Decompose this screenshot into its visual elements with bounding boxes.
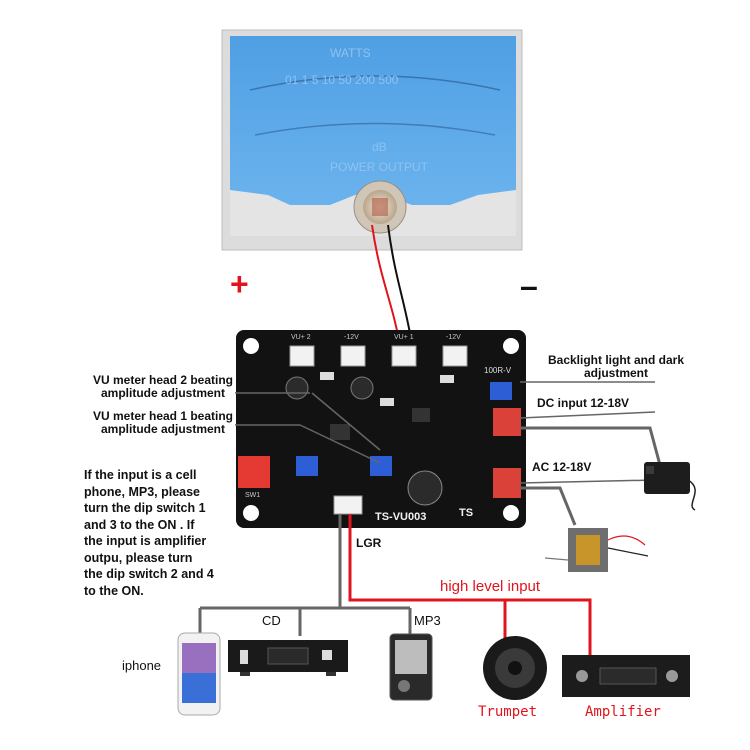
ac-transformer [544,528,649,572]
cd-label: CD [262,613,281,628]
ac-input-label: AC 12-18V [532,460,592,474]
minus-sign: – [520,268,538,304]
mp3-label: MP3 [414,613,441,628]
backlight-annotation: Backlight light and dark adjustment [532,354,700,380]
dip-note-line: turn the dip switch 1 [84,501,206,515]
board-model: TS-VU003 [375,511,427,523]
cd-player-device [228,640,348,676]
meter-power-output: POWER OUTPUT [330,160,428,174]
high-level-wiring [348,514,592,655]
board-logo: TS [459,507,474,519]
dip-note-line: phone, MP3, please [84,484,201,499]
dip-note-line: If the input is a cell [84,468,197,482]
amplifier-label: Amplifier [585,704,661,720]
dip-note-line: outpu, please turn [84,550,193,565]
dip-note-line: the input is amplifier [84,534,207,548]
vu2-line2: amplitude adjustment [100,386,225,400]
connector-label-3: VU+ 1 [394,334,414,341]
meter-scale-numbers: 01 1 5 10 50 200 500 [285,73,399,87]
meter-db-label: dB [372,140,387,154]
ac-cable [520,486,577,526]
tsvu003-board [236,330,526,528]
connector-label-2: -12V [344,334,359,341]
low-level-wiring [198,514,412,636]
vu1-line2: amplitude adjustment [100,422,225,436]
vu1-line1: VU meter head 1 beating [92,409,234,423]
dip-note-line: the dip switch 2 and 4 [84,567,214,581]
iphone-device [177,632,221,716]
vu1-annotation: VU meter head 1 beating amplitude adjust… [84,410,242,436]
mp3-player-device [389,633,433,701]
dip-switch-note: If the input is a cell phone, MP3, pleas… [84,467,254,599]
dip-note-line: and 3 to the ON . If [84,517,195,532]
connector-label-1: VU+ 2 [291,334,311,341]
vu-meter [221,29,523,251]
high-level-input-label: high level input [440,578,541,595]
backlight-line2: adjustment [583,366,648,380]
switch-label: SW1 [245,492,261,499]
vu2-line1: VU meter head 2 beating [92,373,234,387]
plus-sign: + [230,266,249,302]
leader-lines [235,381,656,484]
speaker-device [483,636,547,700]
iphone-label: iphone [122,658,162,673]
dc-cable [520,426,662,466]
lgr-label: LGR [356,536,382,550]
dip-note-line: to the ON. [84,583,144,598]
meter-scale-title: WATTS [330,46,371,60]
vu2-annotation: VU meter head 2 beating amplitude adjust… [84,374,242,400]
trumpet-label: Trumpet [478,704,538,720]
amplifier-device [562,655,690,697]
pot-label: 100R-V [484,366,512,375]
connector-label-4: -12V [446,334,461,341]
dc-input-label: DC input 12-18V [537,396,630,410]
backlight-line1: Backlight light and dark [547,353,685,367]
dc-adapter [644,462,690,494]
